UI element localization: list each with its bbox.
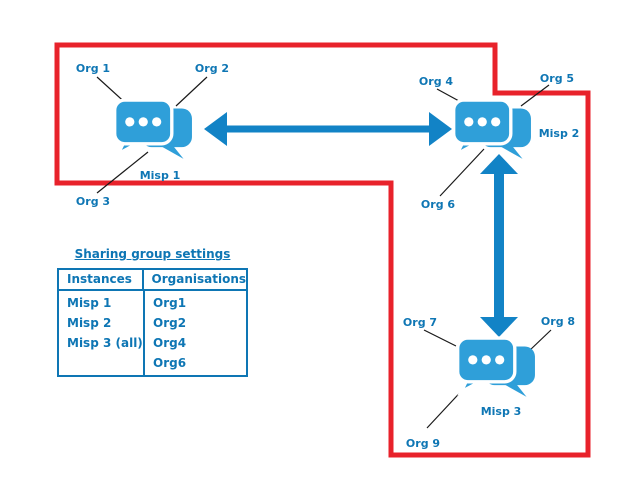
table-cell: Misp 2 [67, 316, 112, 330]
table-body: Misp 1 Misp 2 Misp 3 (all) Org1 Org2 Org… [59, 291, 246, 375]
misp-3-label: Misp 3 [480, 405, 522, 418]
connector-line [520, 84, 550, 107]
org-8-label: Org 8 [540, 315, 576, 328]
org-1-label: Org 1 [75, 62, 111, 75]
org-2-label: Org 2 [194, 62, 230, 75]
table-cell: Misp 3 (all) [67, 336, 143, 350]
org-3-label: Org 3 [75, 195, 111, 208]
organisations-column: Org1 Org2 Org4 Org6 [145, 291, 246, 375]
org-6-label: Org 6 [420, 198, 456, 211]
misp-2-label: Misp 2 [538, 127, 580, 140]
table-cell: Org1 [153, 296, 187, 310]
sharing-group-settings-title: Sharing group settings [74, 247, 231, 261]
sync-arrow-misp2-misp3 [480, 154, 518, 337]
table-cell: Org6 [153, 356, 187, 370]
sharing-group-settings-table: Instances Organisations Misp 1 Misp 2 Mi… [57, 268, 248, 377]
table-cell: Misp 1 [67, 296, 112, 310]
misp-1-label: Misp 1 [139, 169, 181, 182]
instances-column: Misp 1 Misp 2 Misp 3 (all) [59, 291, 145, 375]
column-header-instances: Instances [59, 270, 144, 289]
table-header-row: Instances Organisations [59, 270, 246, 291]
sync-arrow-misp1-misp2 [204, 112, 452, 146]
connector-line [175, 76, 208, 107]
connector-line [436, 88, 460, 102]
column-header-organisations: Organisations [151, 272, 246, 286]
misp-2-chat-icon [452, 98, 533, 161]
org-4-label: Org 4 [418, 75, 454, 88]
misp-3-chat-icon [456, 336, 537, 399]
connector-line [528, 329, 552, 352]
org-9-label: Org 9 [405, 437, 441, 450]
misp-1-chat-icon [113, 98, 194, 161]
org-5-label: Org 5 [539, 72, 575, 85]
connector-line [96, 151, 149, 194]
connector-line [423, 329, 457, 347]
connector-line [439, 148, 485, 197]
table-cell: Org4 [153, 336, 187, 350]
org-7-label: Org 7 [402, 316, 438, 329]
sharing-group-boundary [54, 42, 591, 458]
table-cell: Org2 [153, 316, 187, 330]
